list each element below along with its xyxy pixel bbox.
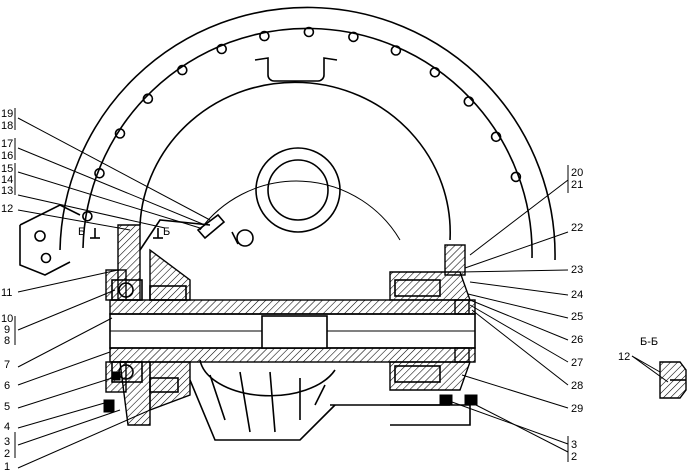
label-19: 19 — [1, 108, 13, 120]
label-17: 17 — [1, 138, 13, 150]
main-shaft — [109, 299, 476, 363]
label-15: 15 — [1, 163, 13, 175]
labels-left: 19 18 17 16 15 14 13 12 11 10 9 8 7 6 5 … — [1, 108, 13, 473]
label-6: 6 — [4, 380, 10, 392]
leader-lines-left — [14, 108, 211, 469]
label-3: 3 — [4, 436, 10, 448]
bolt-hole — [463, 96, 475, 107]
leader-lines-right — [451, 165, 569, 462]
flange-bolt-holes — [34, 26, 522, 264]
label-10: 10 — [1, 313, 13, 325]
label-26: 26 — [571, 334, 583, 346]
detail-label-12: 12 — [618, 351, 630, 363]
label-3-right: 3 — [571, 439, 577, 451]
bolt-hole — [142, 93, 154, 104]
detail-title: Б-Б — [640, 336, 658, 348]
section-mark-left: Б — [78, 226, 85, 238]
label-18: 18 — [1, 120, 13, 132]
label-16: 16 — [1, 150, 13, 162]
bolt-hole — [177, 64, 188, 76]
label-28: 28 — [571, 380, 583, 392]
bolt-hole — [490, 131, 502, 143]
label-9: 9 — [4, 324, 10, 336]
label-13: 13 — [1, 185, 13, 197]
bolt-hole — [510, 171, 522, 183]
bolt-hole — [94, 168, 105, 179]
label-2: 2 — [4, 448, 10, 460]
label-5: 5 — [4, 401, 10, 413]
bell-cover — [139, 57, 451, 241]
label-25: 25 — [571, 311, 583, 323]
bolt-hole — [429, 67, 441, 78]
section-marks: Б Б — [78, 226, 170, 239]
section-mark-right: Б — [163, 226, 170, 238]
right-hub — [389, 244, 478, 426]
left-hub — [103, 224, 191, 426]
housing-flange — [19, 6, 556, 276]
label-24: 24 — [571, 289, 583, 301]
label-4: 4 — [4, 421, 10, 433]
label-1: 1 — [4, 461, 10, 473]
bolt-hole — [348, 31, 359, 43]
label-14: 14 — [1, 174, 13, 186]
detail-view-bb: Б-Б 12 — [618, 336, 687, 399]
grease-fitting — [139, 213, 254, 251]
bolt-hole — [390, 45, 402, 56]
bolt-hole — [40, 252, 52, 264]
label-27: 27 — [571, 357, 583, 369]
labels-right: 20 21 22 23 24 25 26 27 28 29 3 2 — [571, 167, 583, 463]
label-22: 22 — [571, 222, 583, 234]
label-8: 8 — [4, 335, 10, 347]
label-7: 7 — [4, 359, 10, 371]
label-2-right: 2 — [571, 451, 577, 463]
label-12: 12 — [1, 203, 13, 215]
bolt-hole — [259, 30, 270, 42]
label-29: 29 — [571, 403, 583, 415]
bolt-hole — [34, 230, 46, 242]
bolt-hole — [82, 211, 93, 222]
label-20: 20 — [571, 167, 583, 179]
label-21: 21 — [571, 179, 583, 191]
bolt-hole — [216, 43, 227, 55]
label-23: 23 — [571, 264, 583, 276]
bolt-hole — [303, 26, 315, 38]
label-11: 11 — [1, 287, 12, 299]
bolt-hole — [114, 128, 126, 139]
